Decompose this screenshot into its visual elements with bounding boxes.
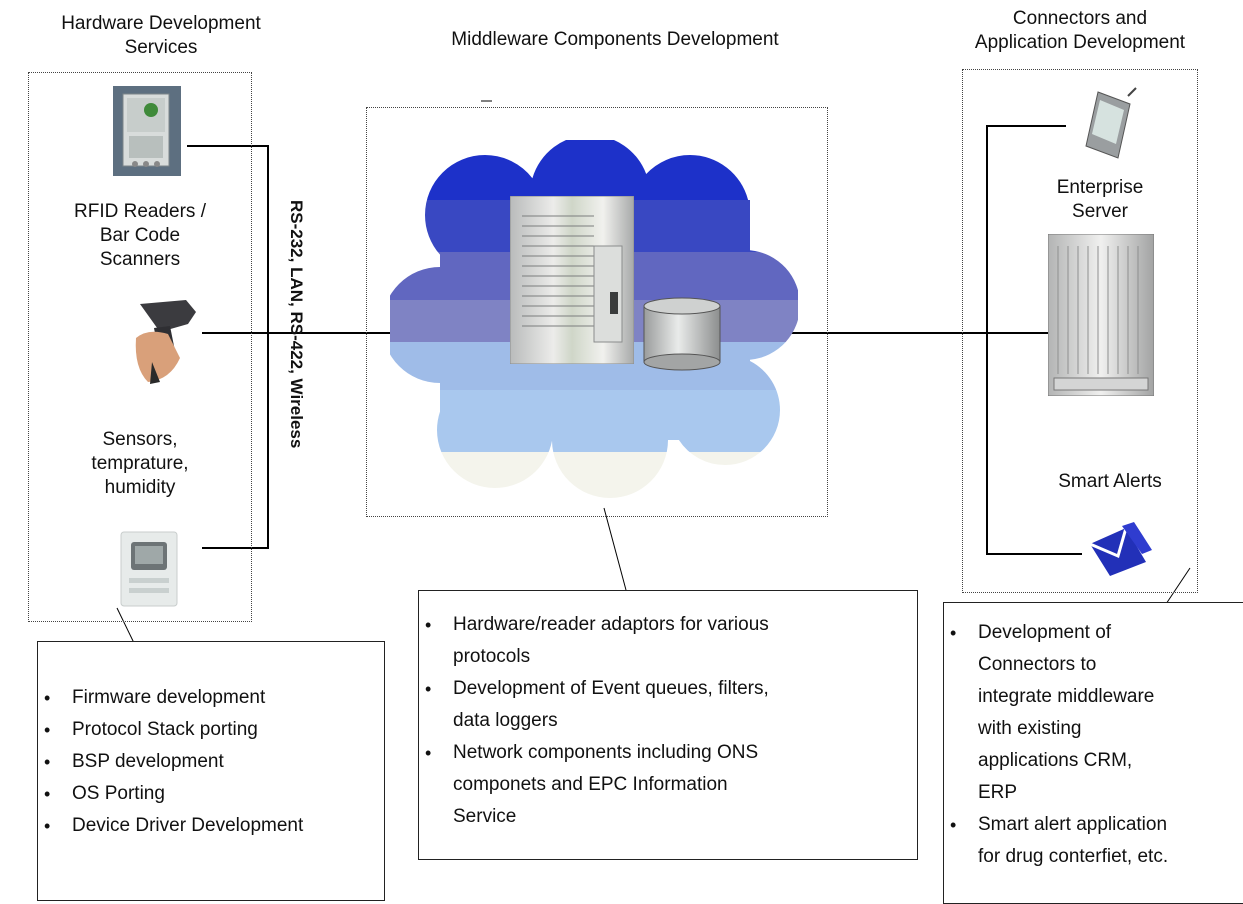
connectors-header: Connectors and Application Development bbox=[898, 7, 1243, 55]
hardware-services-list: Firmware development Protocol Stack port… bbox=[38, 682, 384, 842]
middleware-services-list: Hardware/reader adaptors for various pro… bbox=[419, 609, 917, 833]
list-item-line: data loggers bbox=[453, 710, 558, 731]
rfid-readers-label-line: Bar Code bbox=[99, 225, 181, 246]
rfid-readers-label-line: Scanners bbox=[99, 249, 181, 270]
list-item-line: componets and EPC Information bbox=[453, 774, 728, 795]
connectors-header-line: Connectors and bbox=[1012, 8, 1148, 29]
smart-alert-envelope-icon bbox=[1089, 522, 1152, 576]
middleware-server-icon bbox=[510, 196, 634, 364]
middleware-group-frame bbox=[366, 107, 828, 517]
list-item-line: Smart alert application bbox=[978, 814, 1168, 835]
enterprise-server-label: Enterprise Server bbox=[1010, 176, 1190, 224]
list-item-line: with existing bbox=[978, 718, 1082, 739]
list-item: Smart alert application for drug conterf… bbox=[944, 809, 1243, 873]
list-item: BSP development bbox=[38, 746, 384, 778]
rfid-readers-label-line: RFID Readers / bbox=[74, 201, 206, 222]
list-item-line: Hardware/reader adaptors for various bbox=[453, 614, 769, 635]
hardware-header: Hardware Development Services bbox=[6, 12, 316, 60]
list-item: OS Porting bbox=[38, 778, 384, 810]
list-item: Firmware development bbox=[38, 682, 384, 714]
middleware-services-box: Hardware/reader adaptors for various pro… bbox=[418, 590, 918, 860]
list-item-line: Service bbox=[453, 806, 517, 827]
list-item: Network components including ONS compone… bbox=[419, 737, 917, 833]
list-item-line: ERP bbox=[978, 782, 1018, 803]
list-item-line: for drug conterfiet, etc. bbox=[978, 846, 1169, 867]
barcode-scanner-icon bbox=[135, 300, 196, 384]
hardware-header-line: Services bbox=[124, 37, 198, 58]
list-item: Development of Connectors to integrate m… bbox=[944, 617, 1243, 809]
sensor-device-icon bbox=[120, 531, 178, 607]
database-cylinder-icon bbox=[643, 297, 721, 371]
application-services-box: Development of Connectors to integrate m… bbox=[943, 602, 1243, 904]
list-item-line: Network components including ONS bbox=[453, 742, 759, 763]
application-services-list: Development of Connectors to integrate m… bbox=[944, 617, 1243, 873]
link-protocols-label: RS-232, LAN, RS-422, Wireless bbox=[287, 200, 306, 449]
list-item: Development of Event queues, filters, da… bbox=[419, 673, 917, 737]
smart-alerts-label: Smart Alerts bbox=[1058, 471, 1162, 492]
list-item: Protocol Stack porting bbox=[38, 714, 384, 746]
list-item-line: applications CRM, bbox=[978, 750, 1133, 771]
enterprise-server-icon bbox=[1048, 234, 1154, 396]
sensors-label-line: temprature, bbox=[91, 453, 189, 474]
connectors-header-line: Application Development bbox=[974, 32, 1186, 53]
enterprise-server-label-line: Server bbox=[1072, 201, 1128, 222]
enterprise-server-label-line: Enterprise bbox=[1056, 177, 1144, 198]
pda-icon bbox=[1085, 87, 1137, 159]
sensors-label-line: Sensors, bbox=[102, 429, 178, 450]
list-item: Hardware/reader adaptors for various pro… bbox=[419, 609, 917, 673]
rfid-reader-box-icon bbox=[113, 86, 181, 176]
list-item-line: protocols bbox=[453, 646, 531, 667]
list-item-line: Development of bbox=[978, 622, 1112, 643]
hardware-header-line: Hardware Development bbox=[61, 13, 261, 34]
middleware-header: Middleware Components Development bbox=[451, 29, 779, 50]
list-item: Device Driver Development bbox=[38, 810, 384, 842]
list-item-line: integrate middleware bbox=[978, 686, 1155, 707]
connectors-group-frame bbox=[962, 69, 1198, 593]
rfid-readers-label: RFID Readers / Bar Code Scanners bbox=[50, 200, 230, 272]
sensors-label: Sensors, temprature, humidity bbox=[50, 428, 230, 500]
list-item-line: Development of Event queues, filters, bbox=[453, 678, 769, 699]
sensors-label-line: humidity bbox=[104, 477, 176, 498]
list-item-line: Connectors to bbox=[978, 654, 1097, 675]
hardware-group-frame bbox=[28, 72, 252, 622]
hardware-services-box: Firmware development Protocol Stack port… bbox=[37, 641, 385, 901]
